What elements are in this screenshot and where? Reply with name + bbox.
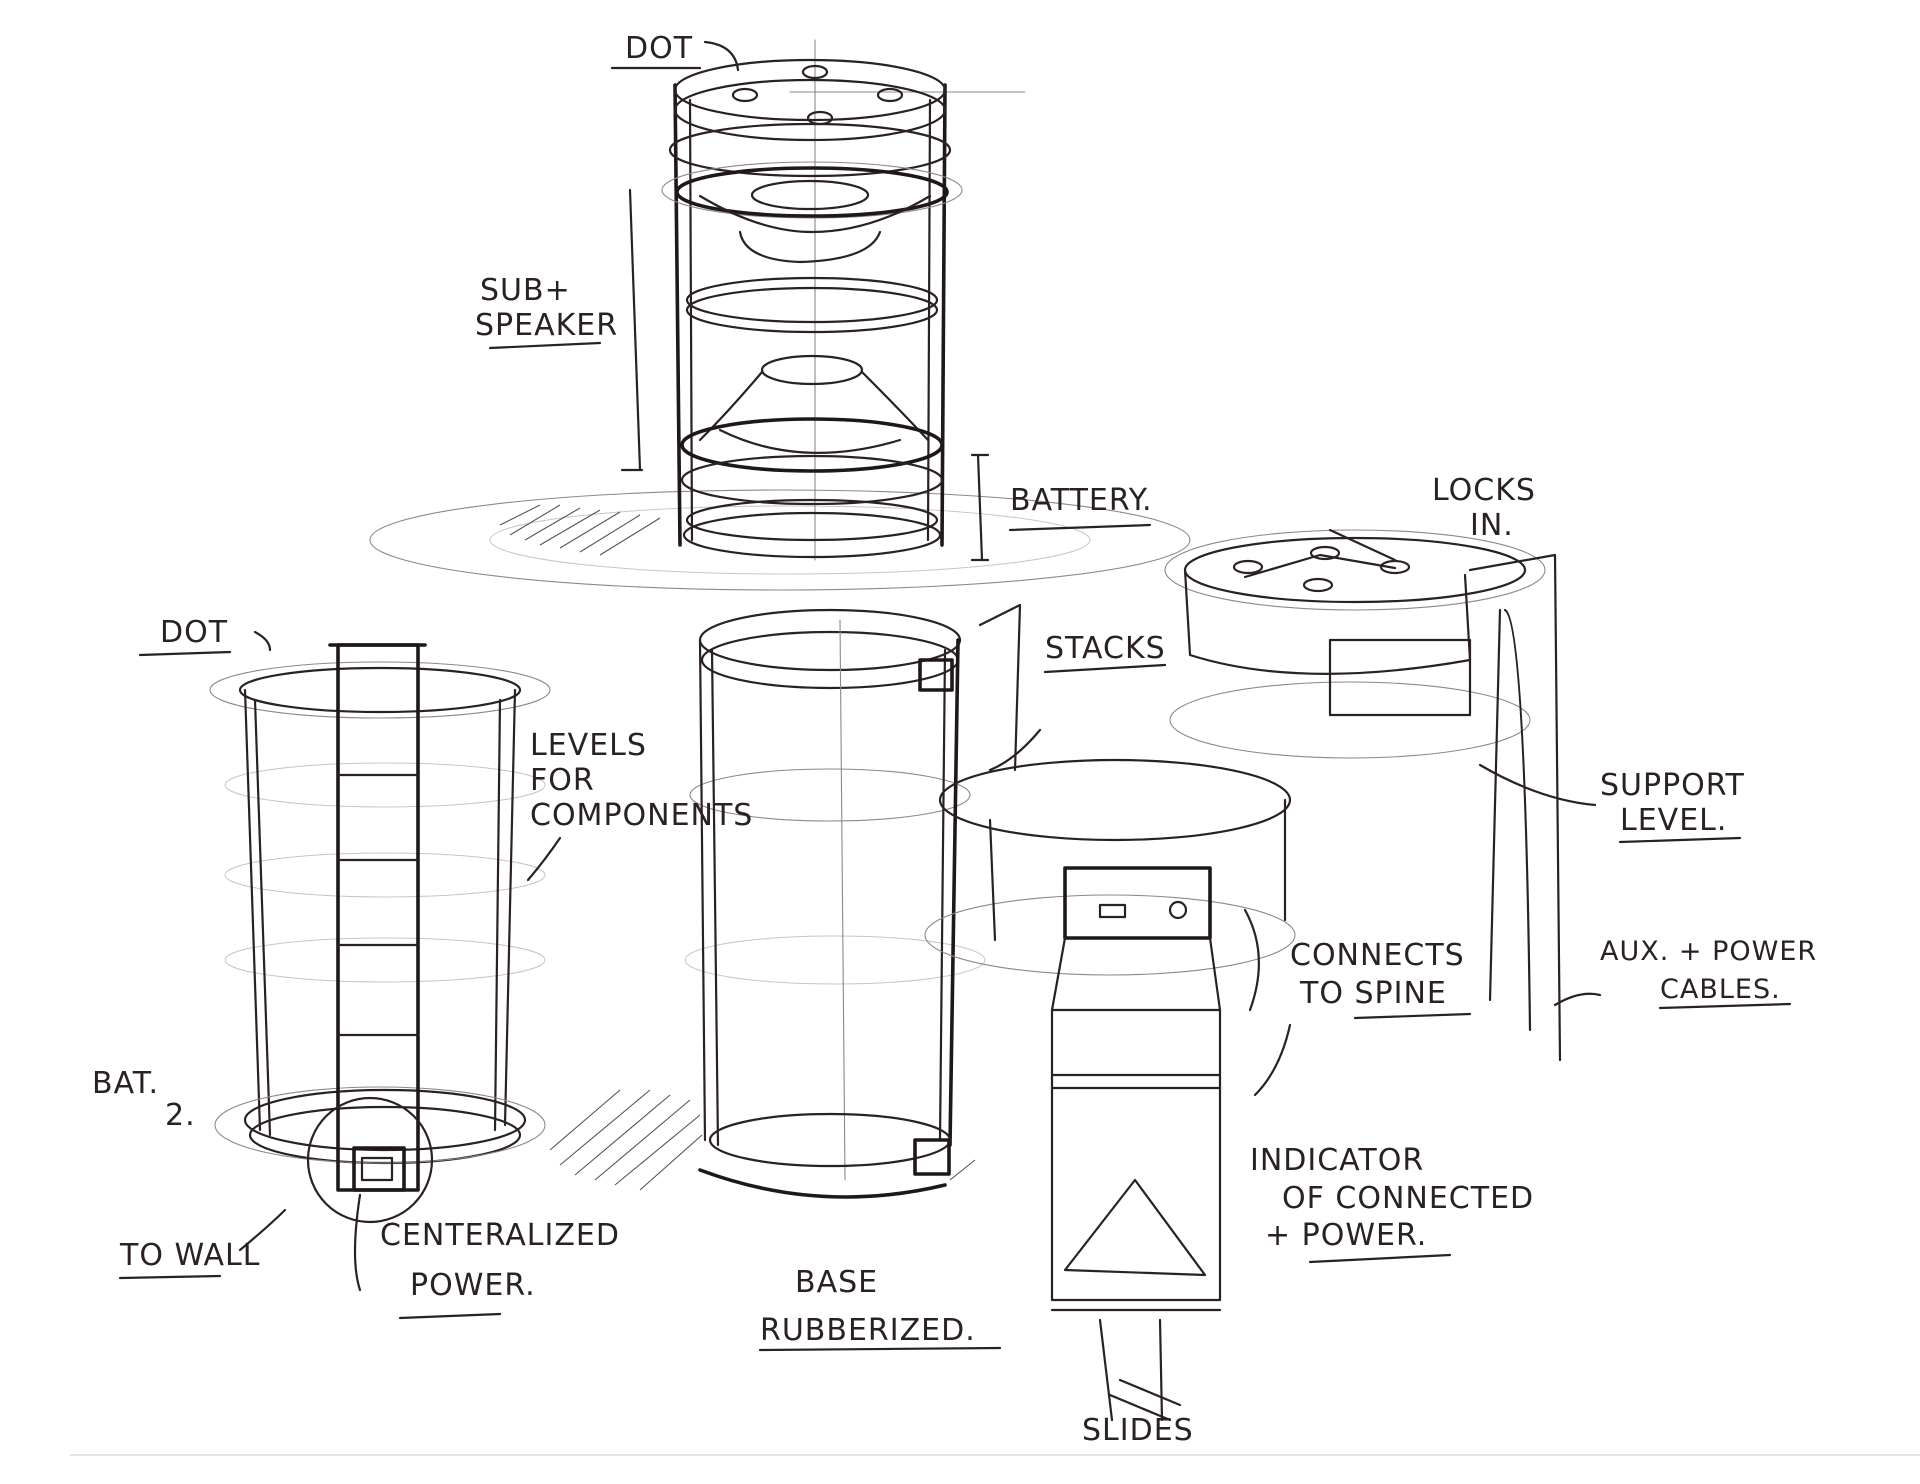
label-bat-1: BAT. xyxy=(92,1066,159,1101)
label-locks-in-1: LOCKS xyxy=(1432,473,1536,508)
label-connects-1: CONNECTS xyxy=(1290,938,1465,973)
label-dot-top: DOT xyxy=(625,31,693,66)
label-support-2: LEVEL. xyxy=(1620,803,1727,838)
label-indicator-2: OF CONNECTED xyxy=(1282,1181,1534,1216)
label-locks-in-2: IN. xyxy=(1470,508,1514,543)
annotations: DOT SUB+ SPEAKER BATTERY. LOCKS IN. DOT … xyxy=(92,31,1817,1448)
label-connects-2: TO SPINE xyxy=(1299,976,1447,1011)
center-speaker-drawing xyxy=(549,603,1042,1199)
slide-module-drawing xyxy=(924,758,1296,1422)
label-base-1: BASE xyxy=(795,1265,878,1300)
top-speaker-drawing xyxy=(369,39,1191,591)
label-dot-left: DOT xyxy=(160,615,228,650)
label-sub-speaker-1: SUB+ xyxy=(480,273,571,308)
label-levels-3: COMPONENTS xyxy=(530,798,753,833)
label-sub-speaker-2: SPEAKER xyxy=(475,308,618,343)
label-levels-1: LEVELS xyxy=(530,728,647,763)
support-drawing xyxy=(1164,528,1602,1062)
label-centralized-2: POWER. xyxy=(410,1268,536,1303)
label-indicator-1: INDICATOR xyxy=(1250,1143,1424,1178)
label-aux-1: AUX. + POWER xyxy=(1600,936,1817,967)
label-aux-2: CABLES. xyxy=(1660,974,1781,1005)
label-to-wall: TO WALL xyxy=(119,1238,260,1273)
label-indicator-3: + POWER. xyxy=(1265,1218,1427,1253)
label-battery: BATTERY. xyxy=(1010,483,1153,518)
label-bat-2: 2. xyxy=(165,1098,196,1133)
left-speaker-drawing xyxy=(209,630,562,1224)
label-slides: SLIDES xyxy=(1082,1413,1194,1448)
label-base-2: RUBBERIZED. xyxy=(760,1313,976,1348)
label-centralized-1: CENTERALIZED xyxy=(380,1218,620,1253)
label-stacks: STACKS xyxy=(1045,631,1166,666)
label-support-1: SUPPORT xyxy=(1600,768,1745,803)
label-levels-2: FOR xyxy=(530,763,595,798)
